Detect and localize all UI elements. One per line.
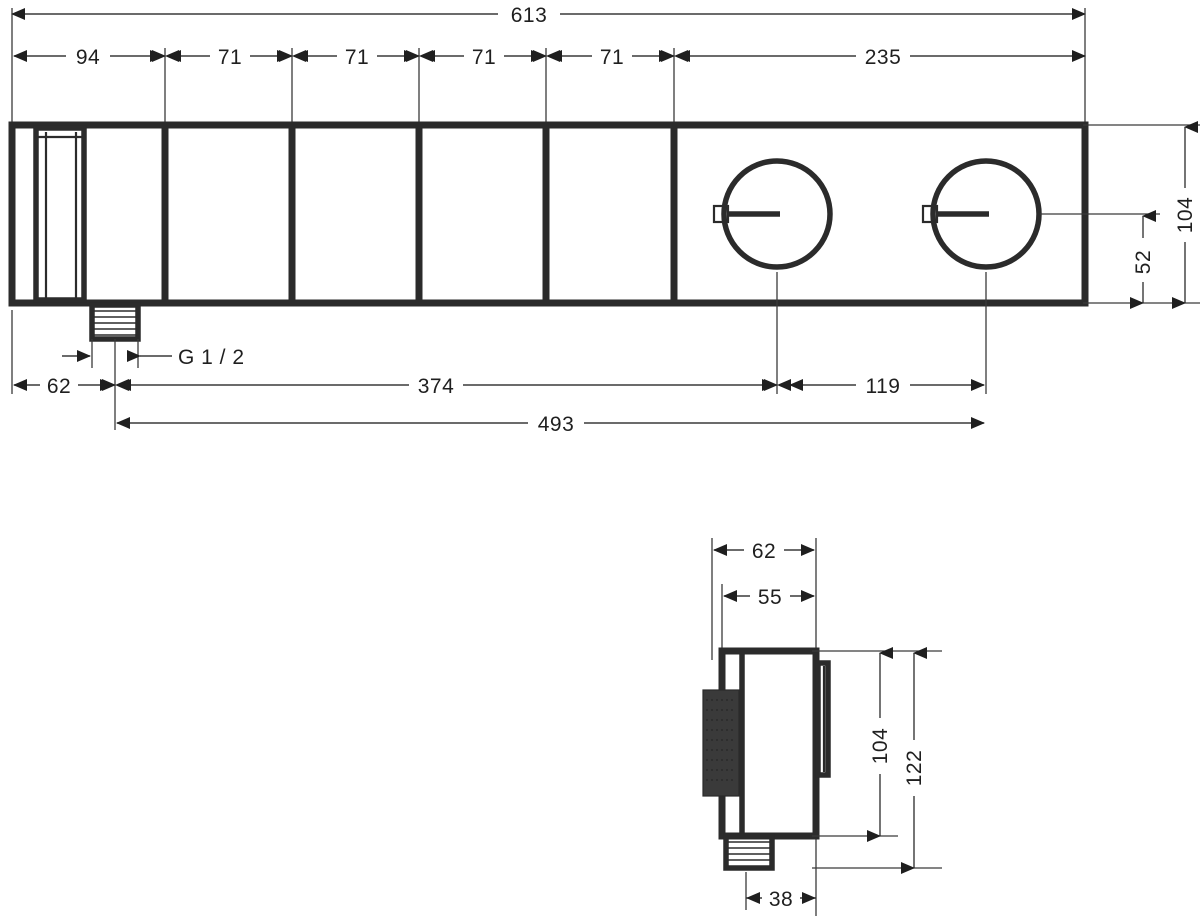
side-depth-body-dimension: 55 [723, 584, 815, 609]
front-total-lower-dimension: 493 [116, 411, 985, 436]
dim-outlet-to-knob1: 374 [418, 375, 455, 398]
side-handle-cap [815, 660, 831, 778]
dim-thread-label: G 1 / 2 [178, 346, 245, 369]
left-lever-detail [33, 125, 87, 303]
dim-segment-5: 71 [600, 46, 624, 69]
front-extension-lines [11, 8, 1086, 124]
dim-side-depth-overall: 62 [752, 540, 776, 563]
front-segment-chain-dimensions: 94 71 71 71 71 235 [13, 44, 1086, 69]
dim-segment-2: 71 [218, 46, 242, 69]
dim-side-height-overall: 122 [903, 750, 926, 787]
side-flange-hatching [706, 699, 736, 781]
side-height-dimensions: 104 122 [812, 647, 942, 874]
handle-knob-left [712, 158, 833, 270]
side-outlet-stub [723, 833, 775, 871]
dim-overall-height: 104 [1174, 197, 1197, 234]
side-wall-flange [702, 689, 740, 797]
thread-hatching [94, 310, 136, 336]
handle-knob-right [921, 158, 1042, 270]
thread-size-callout: G 1 / 2 [62, 339, 245, 430]
side-thread-hatching [728, 841, 770, 861]
dim-offset-left: 62 [47, 375, 71, 398]
side-outlet-width-dimension: 38 [745, 872, 816, 911]
dim-side-outlet-width: 38 [769, 888, 793, 911]
dim-segment-3: 71 [345, 46, 369, 69]
front-overall-width-dimension: 613 [11, 2, 1086, 27]
dim-knob-spacing: 119 [866, 375, 901, 398]
dim-handle-axis-height: 52 [1132, 250, 1155, 274]
front-height-dimensions: 52 104 [1040, 121, 1200, 309]
dim-segment-1: 94 [76, 46, 100, 69]
dim-segment-4: 71 [472, 46, 496, 69]
dim-span-total-lower: 493 [538, 413, 575, 436]
dim-side-depth-body: 55 [758, 586, 782, 609]
side-depth-overall-dimension: 62 [713, 538, 815, 563]
outlet-thread-stub [89, 302, 141, 342]
side-view-body [702, 647, 831, 871]
front-lower-dimension-row: 62 374 119 [11, 272, 987, 398]
dim-side-height-body: 104 [869, 728, 892, 765]
dim-overall-width: 613 [511, 4, 548, 27]
dim-segment-6: 235 [865, 46, 902, 69]
